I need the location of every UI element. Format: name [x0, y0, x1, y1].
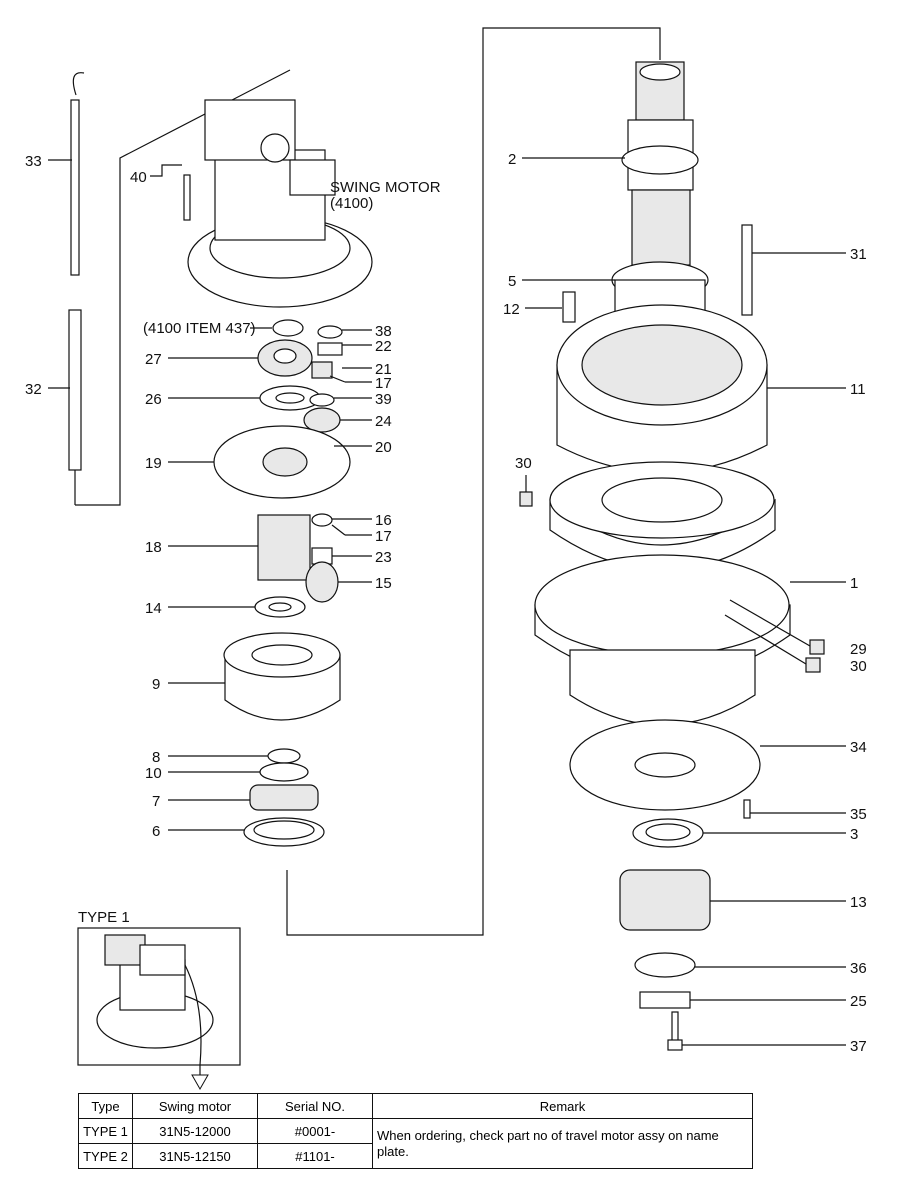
callout-15: 15: [375, 575, 392, 592]
callout-27: 27: [145, 351, 162, 368]
assembly-connector-line: [286, 27, 661, 936]
cell-type: TYPE 1: [78, 1118, 133, 1144]
callout-24: 24: [375, 413, 392, 430]
callout-36: 36: [850, 960, 867, 977]
callout-7: 7: [152, 793, 160, 810]
callout-33: 33: [25, 153, 42, 170]
header-serial-no: Serial NO.: [257, 1093, 373, 1119]
swing-motor-label: SWING MOTOR: [330, 179, 441, 196]
main-assembly-parts: [519, 61, 825, 1051]
swing-motor-part: [187, 99, 373, 308]
callout-25: 25: [850, 993, 867, 1010]
callout-18: 18: [145, 539, 162, 556]
cell-swing-motor: 31N5-12000: [132, 1118, 258, 1144]
swing-motor-code: (4100): [330, 195, 373, 212]
callout-2: 2: [508, 151, 516, 168]
callout-3: 3: [850, 826, 858, 843]
callout-22: 22: [375, 338, 392, 355]
dipstick-part: [68, 72, 85, 505]
callout-32: 32: [25, 381, 42, 398]
callout-11: 11: [850, 381, 866, 398]
table-row: TYPE 2 31N5-12150 #1101-: [78, 1143, 753, 1169]
table-row: TYPE 1 31N5-12000 #0001- When ordering, …: [78, 1118, 753, 1169]
item-437-label: (4100 ITEM 437): [143, 320, 256, 337]
callout-40: 40: [130, 169, 147, 186]
right-callouts: 2 5 12 30 31 11 1 29 30 34 35 3 13 36 25…: [503, 151, 867, 1055]
callout-21: 21: [375, 361, 392, 378]
callout-13: 13: [850, 894, 867, 911]
callout-38: 38: [375, 323, 392, 340]
callout-19: 19: [145, 455, 162, 472]
callout-35: 35: [850, 806, 867, 823]
callout-26: 26: [145, 391, 162, 408]
callout-31: 31: [850, 246, 867, 263]
header-swing-motor: Swing motor: [132, 1093, 258, 1119]
callout-39: 39: [375, 391, 392, 408]
callout-17b: 17: [375, 528, 392, 545]
callout-34: 34: [850, 739, 867, 756]
callout-29: 29: [850, 641, 867, 658]
header-type: Type: [78, 1093, 133, 1119]
callout-23: 23: [375, 549, 392, 566]
callout-16: 16: [375, 512, 392, 529]
left-callouts: 33 40 32 27 26 19 18 14 9 8 10 7 6: [25, 153, 268, 840]
callout-1: 1: [850, 575, 858, 592]
type1-inset-label: TYPE 1: [78, 909, 130, 926]
callout-30a: 30: [515, 455, 532, 472]
callout-17a: 17: [375, 375, 392, 392]
cell-type: TYPE 2: [78, 1143, 133, 1169]
callout-12: 12: [503, 301, 520, 318]
callout-5: 5: [508, 273, 516, 290]
cell-remark: When ordering, check part no of travel m…: [372, 1118, 753, 1169]
cell-swing-motor: 31N5-12150: [132, 1143, 258, 1169]
callout-14: 14: [145, 600, 162, 617]
callout-30b: 30: [850, 658, 867, 675]
callout-20: 20: [375, 439, 392, 456]
callout-10: 10: [145, 765, 162, 782]
callout-8: 8: [152, 749, 160, 766]
callout-37: 37: [850, 1038, 867, 1055]
callout-9: 9: [152, 676, 160, 693]
planetary-parts-stack: [213, 319, 351, 847]
callout-6: 6: [152, 823, 160, 840]
cell-serial: #1101-: [257, 1143, 373, 1169]
header-remark: Remark: [372, 1093, 753, 1119]
swing-motor-type-table: Type Swing motor Serial NO. Remark TYPE …: [78, 1093, 753, 1169]
table-header-row: Type Swing motor Serial NO. Remark: [78, 1093, 753, 1119]
type1-motor-illustration: [96, 934, 214, 1091]
cell-serial: #0001-: [257, 1118, 373, 1144]
center-callouts: 38 22 21 17 39 24 20 16 17 23 15: [329, 323, 392, 592]
stud-bolt-part: [183, 174, 191, 221]
